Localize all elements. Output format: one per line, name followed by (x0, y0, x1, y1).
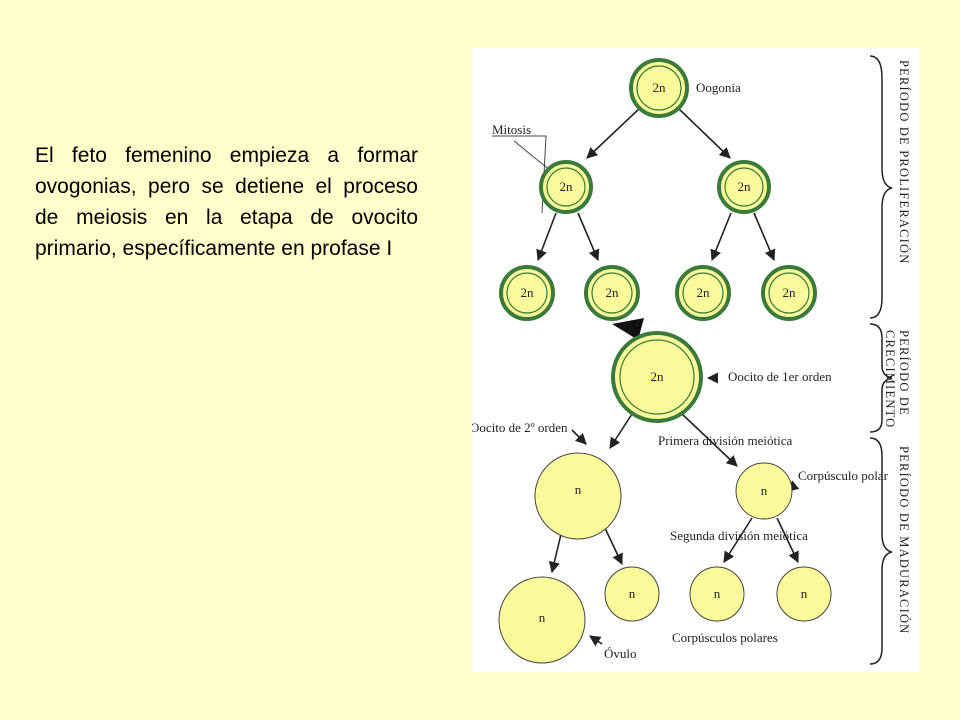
cell-gen2-right-ploidy: 2n (738, 179, 752, 194)
label-mitosis: Mitosis (492, 122, 531, 137)
arrow-polar1-b (776, 517, 799, 564)
cell-polar1: n (735, 462, 793, 520)
cell-ovum-ploidy: n (539, 610, 546, 625)
period-growth: PERÍODO DE CRECIMIENTO (883, 330, 911, 428)
arrow-oogonia-left (586, 107, 641, 159)
arrow-oocyte2-ovum (548, 529, 563, 574)
label-polar-bodies: Corpúsculos polares (672, 630, 778, 645)
cell-polar-b-ploidy: n (714, 586, 721, 601)
cell-gen2-left-ploidy: 2n (560, 179, 574, 194)
arrow-label-oocyte2 (571, 429, 587, 445)
period-growth-line2: CRECIMIENTO (883, 330, 897, 428)
label-oocyte1: Oocito de 1er orden (728, 369, 832, 384)
cell-oogonia-ploidy: 2n (653, 80, 667, 95)
cell-ovum: n (498, 576, 586, 664)
cell-polar-a: n (604, 566, 660, 622)
cell-gen3-3-ploidy: 2n (697, 285, 711, 300)
cell-gen3-1-ploidy: 2n (521, 285, 535, 300)
cell-gen3-3: 2n (675, 265, 731, 321)
label-second-division: Segunda división meiótica (670, 528, 808, 543)
cell-gen2-left: 2n (539, 160, 593, 214)
label-polar-body: Corpúsculo polar (798, 468, 889, 483)
brace-growth (869, 323, 893, 433)
division-arrows (536, 107, 800, 647)
label-oogonia: Oogonia (696, 80, 741, 95)
label-first-division: Primera división meiótica (658, 433, 793, 448)
cell-oocyte2-ploidy: n (575, 482, 582, 497)
cell-polar-c-ploidy: n (801, 586, 808, 601)
arrow-oocyte1-left (609, 413, 633, 449)
label-ovum: Óvulo (604, 646, 637, 661)
oogenesis-diagram: 2n 2n 2n 2n 2n 2n 2n (472, 48, 920, 672)
cell-gen3-1: 2n (499, 265, 555, 321)
cell-polar-c: n (776, 566, 832, 622)
cell-polar1-ploidy: n (761, 483, 768, 498)
arrow-oocyte1-right (681, 413, 738, 467)
brace-proliferation (869, 55, 893, 319)
cell-gen2-right: 2n (717, 160, 771, 214)
cell-oocyte1: 2n (611, 331, 703, 423)
brace-maturation (869, 437, 893, 665)
period-proliferation: PERÍODO DE PROLIFERACIÓN (897, 60, 911, 265)
cell-gen3-4-ploidy: 2n (783, 285, 797, 300)
arrow-gen2r-a (710, 212, 732, 262)
cell-oocyte1-ploidy: 2n (651, 369, 665, 384)
cell-polar-a-ploidy: n (629, 586, 636, 601)
arrow-gen2l-a (536, 212, 557, 262)
mitosis-bracket (492, 135, 547, 214)
cell-gen3-4: 2n (761, 265, 817, 321)
arrow-gen2l-b (577, 212, 600, 262)
cell-gen3-2: 2n (584, 265, 640, 321)
oogenesis-svg: 2n 2n 2n 2n 2n 2n 2n (472, 55, 911, 665)
cell-oocyte2: n (534, 452, 622, 540)
period-maturation: PERÍODO DE MADURACIÓN (897, 446, 911, 634)
arrow-oogonia-right (677, 107, 731, 159)
period-growth-line1: PERÍODO DE (897, 330, 911, 416)
period-braces (869, 55, 893, 665)
description-text: El feto femenino empieza a formar ovogon… (35, 144, 418, 260)
arrow-polar1-a (723, 517, 753, 563)
transition-arrow-icon (612, 318, 644, 340)
arrow-gen2r-b (753, 212, 776, 262)
cell-oogonia: 2n (629, 58, 689, 118)
arrow-label-ovum (589, 635, 603, 647)
cell-gen3-2-ploidy: 2n (606, 285, 620, 300)
arrow-oocyte2-polar (603, 525, 623, 566)
cell-polar-b: n (689, 566, 745, 622)
label-oocyte2: Oocito de 2º orden (472, 420, 568, 435)
